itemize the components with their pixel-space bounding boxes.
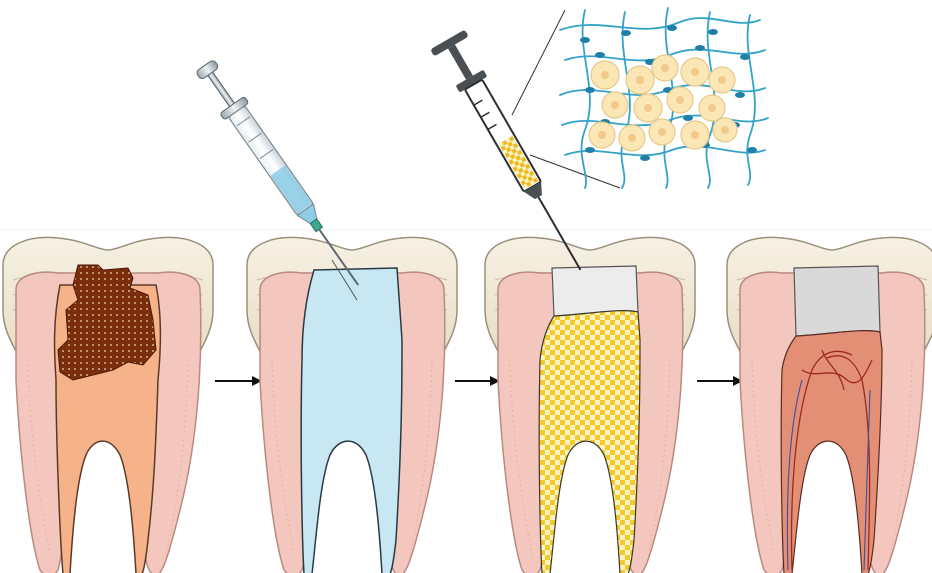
coronal-seal [552,266,638,316]
cell-network-inset [560,8,768,188]
coronal-seal [794,266,880,336]
